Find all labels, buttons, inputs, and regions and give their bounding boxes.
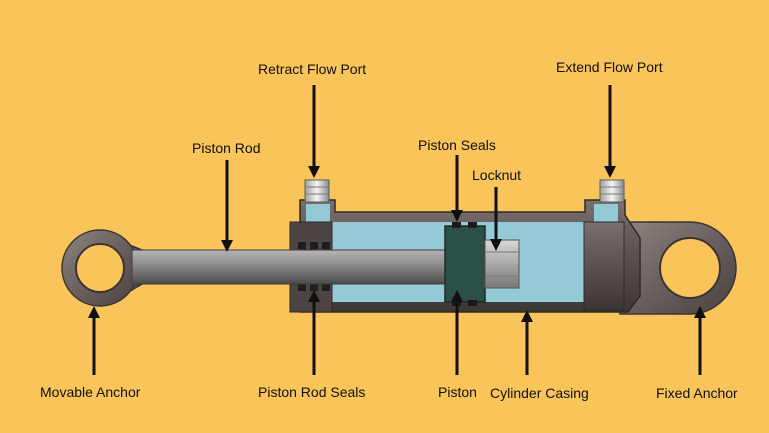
label-locknut: Locknut bbox=[472, 167, 522, 183]
label-piston: Piston bbox=[438, 384, 477, 400]
label-fixed-anchor: Fixed Anchor bbox=[656, 385, 738, 401]
label-piston-rod: Piston Rod bbox=[192, 140, 261, 156]
label-piston-seals: Piston Seals bbox=[418, 137, 496, 153]
label-movable-anchor: Movable Anchor bbox=[40, 384, 141, 400]
label-extend-flow-port: Extend Flow Port bbox=[556, 59, 663, 75]
fixed-anchor bbox=[619, 221, 737, 315]
locknut bbox=[484, 239, 520, 289]
label-piston-rod-seals: Piston Rod Seals bbox=[258, 384, 366, 400]
label-cylinder-casing: Cylinder Casing bbox=[490, 385, 589, 401]
piston bbox=[444, 222, 486, 306]
label-retract-flow-port: Retract Flow Port bbox=[258, 61, 367, 77]
piston-rod-seals bbox=[298, 242, 330, 291]
retract-port-fitting bbox=[304, 179, 330, 203]
movable-anchor bbox=[61, 229, 143, 307]
extend-port-fitting bbox=[599, 179, 625, 203]
piston-rod bbox=[131, 249, 451, 285]
